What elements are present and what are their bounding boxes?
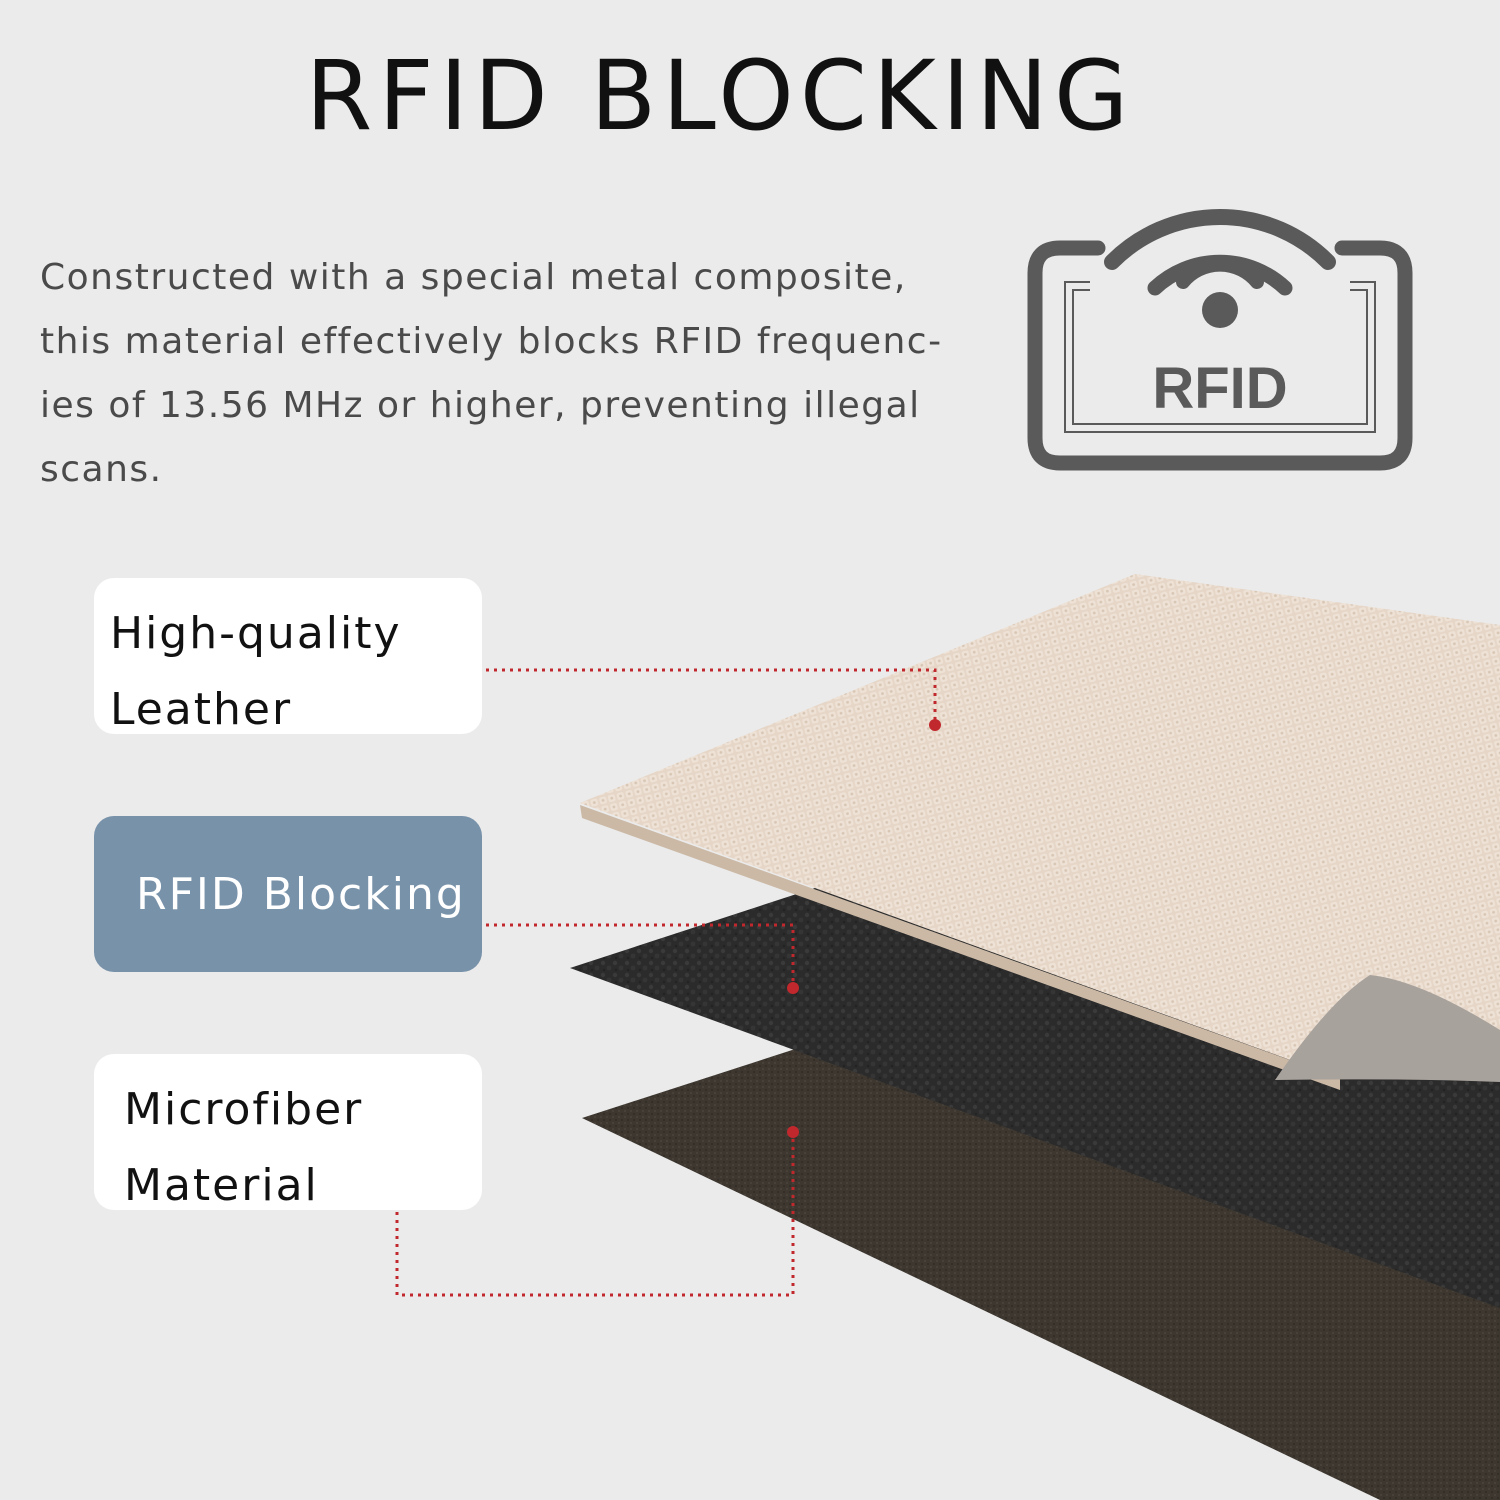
microfiber-label-line: Material — [124, 1160, 319, 1211]
leather-label-line: High-quality — [110, 608, 402, 659]
leather-label-line: Leather — [110, 684, 293, 735]
rfid-marker-dot — [787, 982, 799, 994]
leather-curl — [1275, 975, 1500, 1082]
description-line: Constructed with a special metal composi… — [40, 257, 907, 298]
leather-label-box: High-quality Leather — [94, 578, 482, 735]
rfid-leader-line — [486, 923, 795, 988]
page-title: RFID BLOCKING — [305, 40, 1135, 152]
leather-layer — [580, 574, 1500, 1080]
microfiber-leader-line — [395, 1132, 795, 1297]
description-text: Constructed with a special metal composi… — [40, 246, 943, 502]
description-line: this material effectively blocks RFID fr… — [40, 321, 943, 362]
rfid-signal-card-icon: RFID — [1027, 208, 1413, 471]
rfid-logo-text: RFID — [1152, 356, 1287, 421]
description-line: scans. — [40, 449, 163, 490]
rfid-blocking-label: RFID Blocking — [136, 869, 466, 920]
leather-marker-dot — [929, 719, 941, 731]
microfiber-label-box: Microfiber Material — [94, 1054, 482, 1211]
description-line: ies of 13.56 MHz or higher, preventing i… — [40, 385, 921, 426]
rfid-blocking-layer — [570, 870, 1500, 1308]
microfiber-label-line: Microfiber — [124, 1084, 364, 1135]
leather-layer-edge — [580, 805, 1340, 1090]
leather-leader-line — [486, 668, 937, 724]
microfiber-marker-dot — [787, 1126, 799, 1138]
rfid-blocking-label-box: RFID Blocking — [94, 816, 482, 972]
